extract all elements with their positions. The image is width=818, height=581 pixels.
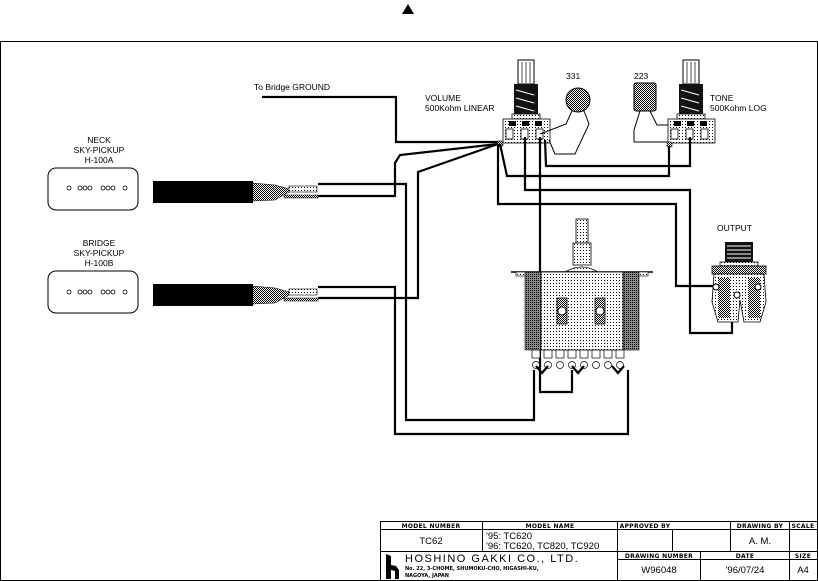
volume-value: 500Kohm LINEAR [425,103,494,113]
neck-pickup-cable [153,181,319,203]
company-address-line2: NAGOYA, JAPAN [405,573,449,579]
bridge-pickup-position: BRIDGE [83,238,116,248]
volume-title: VOLUME [425,93,461,103]
bridge-pickup-type: SKY-PICKUP [74,248,125,258]
approved-by-header: APPROVED BY [620,523,671,530]
tone-value: 500Kohm LOG [710,103,767,113]
size-header: SIZE [795,553,811,560]
model-name-line1: '95: TC620 [486,531,532,542]
cap-223-label: 223 [634,71,648,81]
neck-pickup-type: SKY-PICKUP [74,145,125,155]
company-name: HOSHINO GAKKI CO., LTD. [405,553,579,565]
drawing-number-header: DRAWING NUMBER [625,553,693,560]
neck-pickup-position: NECK [87,135,111,145]
model-number: TC62 [419,536,442,547]
bridge-ground-wire [262,95,500,144]
output-jack [711,242,767,323]
model-number-header: MODEL NUMBER [402,523,461,530]
drawing-by-header: DRAWING BY [737,523,784,530]
bridge-pickup-model: H-100B [85,258,114,268]
company-address-line1: No. 22, 3-CHOME, SHUMOKU-CHO, HIGASHI-KU… [405,566,539,572]
ceramic-capacitor [539,87,591,155]
bridge-pickup [47,270,139,314]
volume-pot [497,59,551,147]
tone-title: TONE [710,93,734,103]
up-arrow-icon [402,4,414,14]
bridge-ground-label: To Bridge GROUND [254,82,330,92]
pickup-selector-switch [511,218,653,375]
bridge-pickup-cable [153,284,319,306]
cap-331-label: 331 [566,71,580,81]
tone-pot [666,59,716,148]
film-capacitor [633,82,673,143]
output-label: OUTPUT [717,223,752,233]
date-header: DATE [736,553,755,560]
control-wiring [496,137,734,394]
company-logo-icon [386,554,399,579]
size-value: A4 [797,565,809,576]
neck-pickup-model: H-100A [85,155,114,165]
drawing-number: W96048 [641,565,676,576]
model-name-header: MODEL NAME [526,523,575,530]
pickup-wiring [318,142,630,436]
date-value: '96/07/24 [726,565,765,576]
scale-header: SCALE [792,523,815,530]
drawing-by: A. M. [749,536,771,547]
model-name-line2: '96: TC620, TC820, TC920 [486,541,599,552]
neck-pickup [47,167,139,211]
